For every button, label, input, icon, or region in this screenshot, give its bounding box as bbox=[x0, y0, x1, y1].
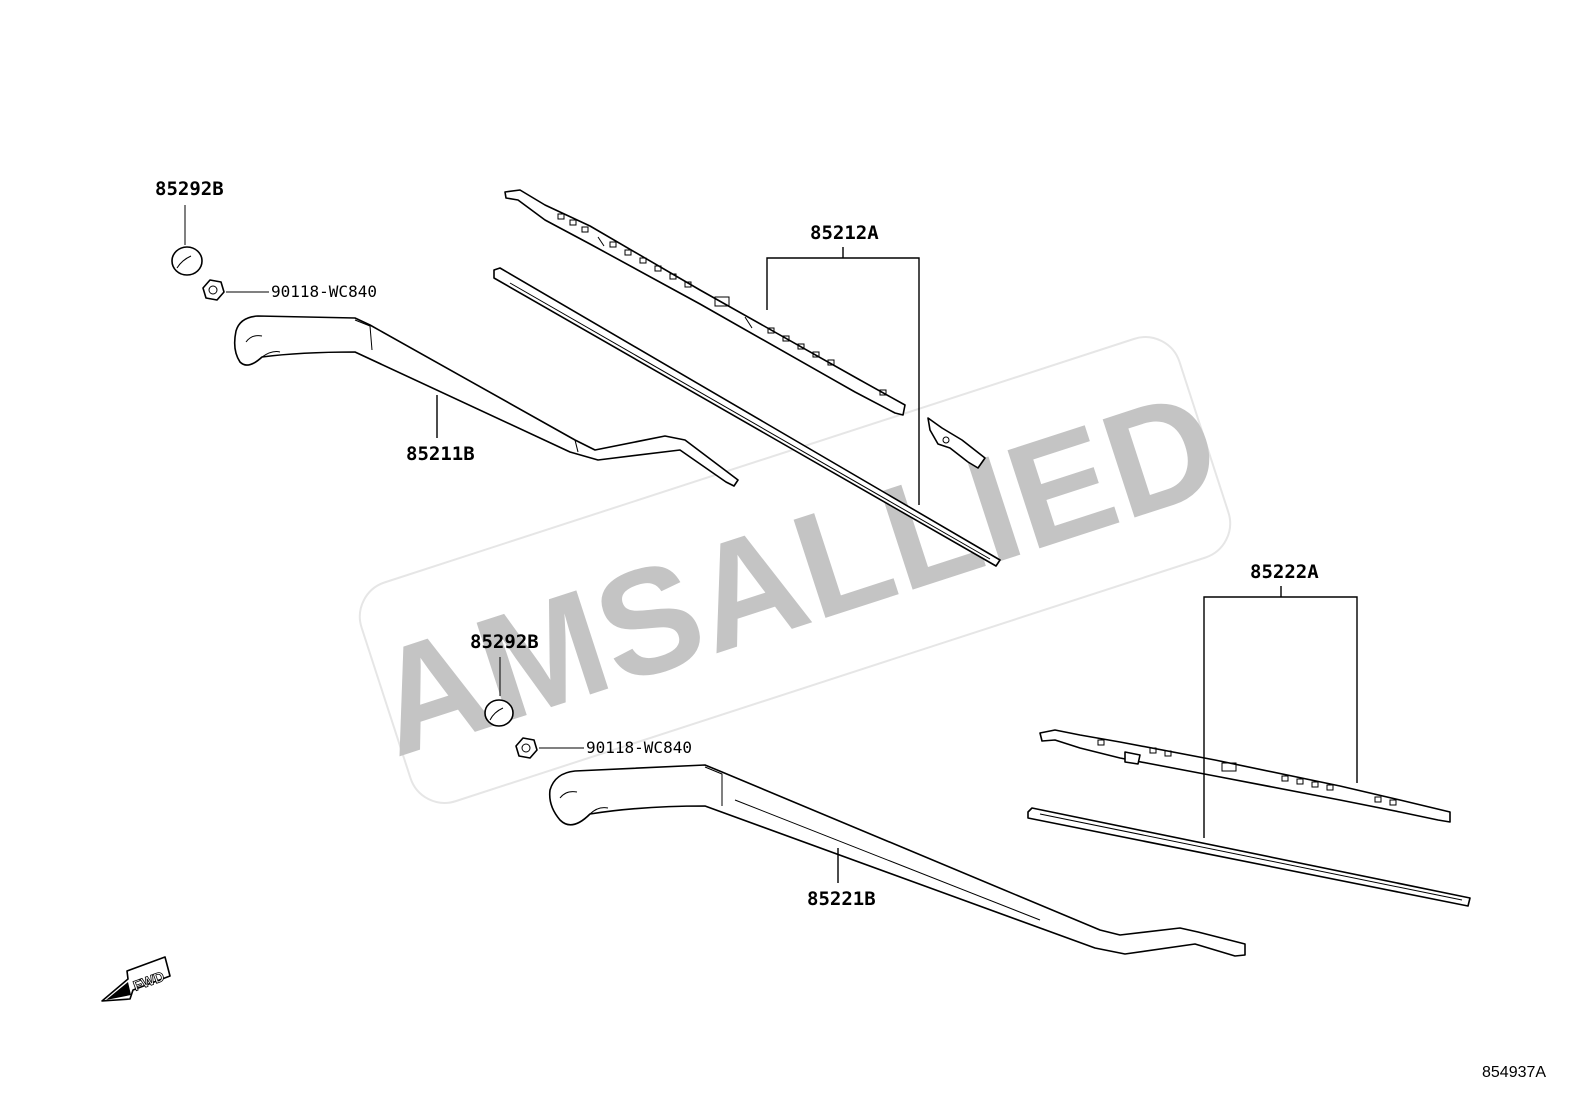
part-label-nut-lower: 90118-WC840 bbox=[586, 738, 692, 757]
diagram-id: 854937A bbox=[1482, 1064, 1546, 1081]
wiper-blade-lower-frame bbox=[1039, 729, 1451, 823]
cap-upper bbox=[171, 205, 203, 276]
part-label-blade-upper: 85212A bbox=[810, 222, 879, 244]
fwd-arrow: FWD bbox=[101, 956, 171, 1002]
watermark-text: AMSALLIED bbox=[354, 358, 1238, 788]
wiper-blade-upper-rubber bbox=[493, 267, 1001, 567]
wiper-blade-lower-rubber bbox=[1027, 807, 1471, 907]
wiper-arm-upper bbox=[233, 315, 739, 487]
watermark-frame bbox=[358, 336, 1232, 804]
nut-lower bbox=[515, 737, 584, 759]
bracket-85222A bbox=[1203, 586, 1358, 838]
wiper-blade-upper-clip bbox=[927, 417, 986, 469]
part-label-cap-lower: 85292B bbox=[470, 631, 539, 653]
part-label-cap-upper: 85292B bbox=[155, 178, 224, 200]
part-label-arm-lower: 85221B bbox=[807, 888, 876, 910]
wiper-arm-lower bbox=[548, 764, 1246, 957]
part-label-arm-upper: 85211B bbox=[406, 443, 475, 465]
cap-lower bbox=[484, 657, 514, 727]
bracket-85212A bbox=[766, 247, 920, 505]
part-label-nut-upper: 90118-WC840 bbox=[271, 282, 377, 301]
wiper-blade-upper-frame bbox=[504, 189, 906, 416]
part-label-blade-lower: 85222A bbox=[1250, 561, 1319, 583]
nut-upper bbox=[202, 279, 269, 301]
